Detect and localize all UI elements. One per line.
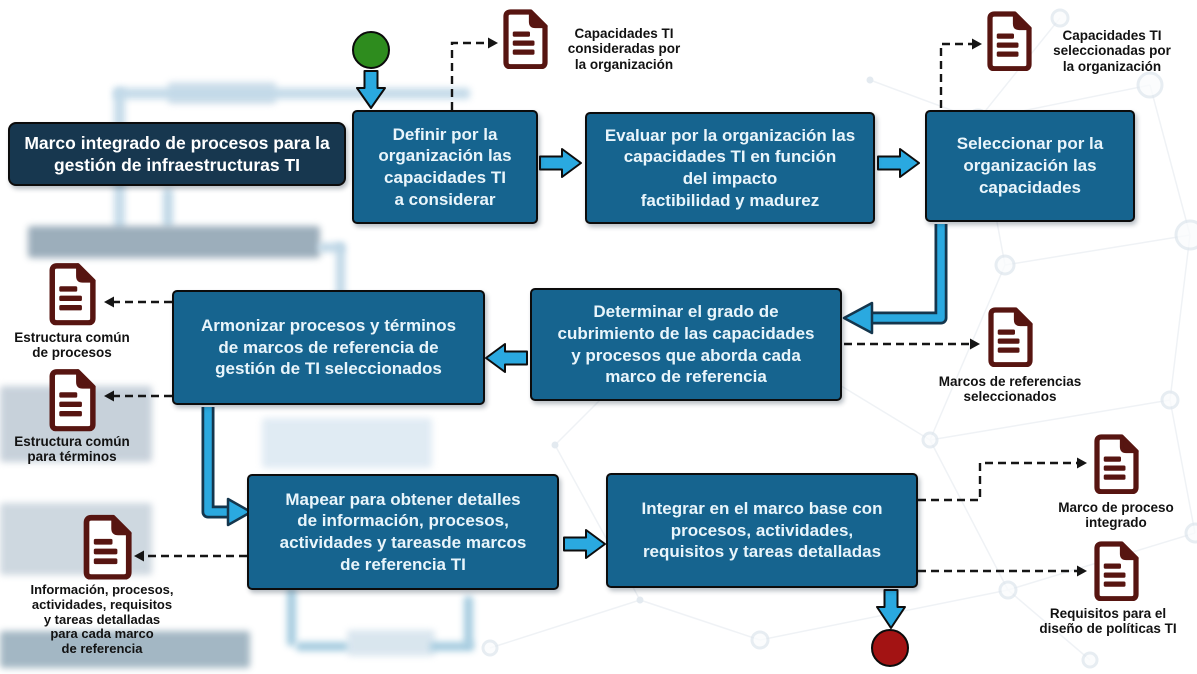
document-icon: [80, 514, 132, 580]
arrow-definir-to-evaluar: [539, 148, 582, 178]
doc-label-estructura-procesos: Estructura común de procesos: [14, 330, 130, 361]
background-blur-shape: [296, 642, 348, 651]
arrow-start-to-definir: [356, 70, 386, 109]
elbow-armonizar-to-mapear: [201, 407, 253, 527]
step-label: Seleccionar por la organización las capa…: [956, 134, 1104, 197]
arrow-integrar-to-end: [876, 589, 906, 629]
document-icon: [1091, 432, 1139, 496]
dashed-seleccionar-to-doc: [939, 42, 972, 108]
background-blur-shape: [336, 243, 345, 311]
background-blur-shape: [464, 596, 473, 646]
step-label: Armonizar procesos y términos de marcos …: [200, 315, 457, 379]
doc-label-marcos-referencias: Marcos de referencias seleccionados: [938, 374, 1082, 405]
doc-label-capacidades-seleccionadas: Capacidades TI seleccionadas por la orga…: [1053, 28, 1171, 74]
background-blur-shape: [262, 418, 432, 468]
background-blur-shape: [347, 630, 435, 656]
arrow-mapear-to-integrar: [563, 529, 606, 559]
title-box-label: Marco integrado de procesos para la gest…: [24, 132, 330, 175]
document-icon: [984, 10, 1032, 72]
start-node: [352, 31, 390, 69]
background-blur-shape: [430, 642, 474, 651]
step-integrar-marco: Integrar en el marco base con procesos, …: [606, 473, 918, 588]
arrow-determinar-to-armonizar: [485, 343, 528, 373]
doc-label-marco-proceso-integrado: Marco de proceso integrado: [1058, 500, 1174, 531]
document-icon: [985, 306, 1033, 368]
background-blur-shape: [114, 88, 470, 99]
step-armonizar-procesos: Armonizar procesos y términos de marcos …: [172, 290, 485, 405]
end-node: [871, 629, 909, 667]
step-determinar-cubrimiento: Determinar el grado de cubrimiento de la…: [530, 288, 842, 401]
step-label: Mapear para obtener detalles de informac…: [279, 489, 527, 574]
step-label: Evaluar por la organización las capacida…: [604, 125, 856, 210]
title-box: Marco integrado de procesos para la gest…: [8, 122, 346, 186]
step-seleccionar-capacidades: Seleccionar por la organización las capa…: [925, 110, 1135, 222]
doc-label-capacidades-consideradas: Capacidades TI consideradas por la organ…: [567, 26, 681, 72]
step-evaluar-capacidades: Evaluar por la organización las capacida…: [585, 112, 875, 224]
doc-label-requisitos-politicas: Requisitos para el diseño de políticas T…: [1039, 606, 1177, 637]
dashed-integrar-to-doc-marco: [918, 461, 1077, 502]
doc-label-estructura-terminos: Estructura común para términos: [14, 434, 130, 465]
background-blur-shape: [0, 631, 250, 668]
document-icon: [46, 368, 96, 432]
doc-label-informacion-detallada: Información, procesos, actividades, requ…: [30, 582, 174, 657]
background-blur-shape: [163, 188, 173, 228]
dashed-definir-to-doc: [450, 41, 488, 110]
step-label: Integrar en el marco base con procesos, …: [641, 498, 883, 562]
arrow-evaluar-to-seleccionar: [877, 148, 920, 178]
background-blur-shape: [318, 243, 344, 252]
step-mapear-detalles: Mapear para obtener detalles de informac…: [247, 474, 559, 590]
background-blur-shape: [287, 588, 296, 646]
step-definir-capacidades: Definir por la organización las capacida…: [352, 110, 538, 224]
document-icon: [46, 262, 96, 326]
step-label: Determinar el grado de cubrimiento de la…: [557, 302, 815, 387]
elbow-seleccionar-to-determinar: [842, 224, 948, 335]
step-label: Definir por la organización las capacida…: [378, 124, 512, 209]
document-icon: [1091, 540, 1139, 602]
background-blur-shape: [28, 226, 320, 258]
